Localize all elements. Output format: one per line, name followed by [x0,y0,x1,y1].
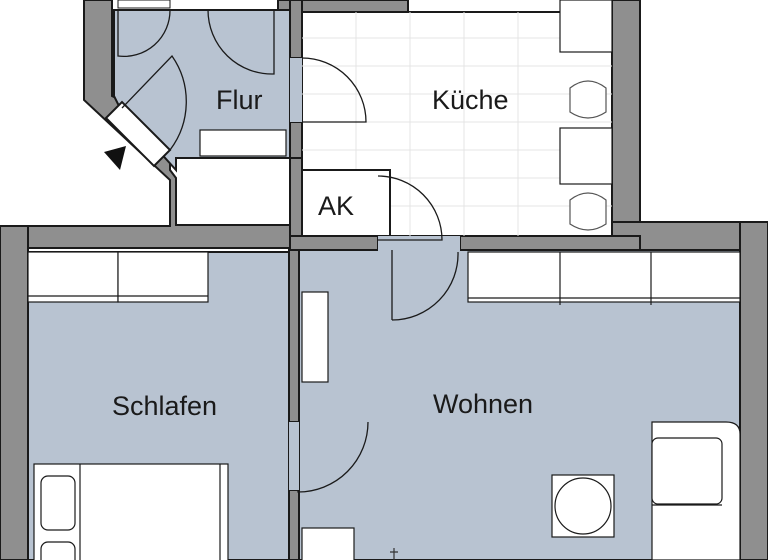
wohnen-shelf [467,251,741,305]
flur-wardrobe [199,129,287,157]
schlafen-wardrobe [27,251,209,303]
entrance-door [104,54,187,168]
kitchen-chairs [569,80,607,231]
door-swing-ak [377,175,443,241]
coffee-table [551,474,615,538]
room-label-flur: Flur [216,85,263,115]
door-swing-kueche [301,57,367,123]
door-swing-wohnen [391,250,459,321]
room-label-kueche: Küche [432,85,509,115]
sofa [651,421,741,560]
room-label-ak: AK [318,191,355,221]
floor-ak [301,169,391,237]
door-swing-schlafen [297,421,369,493]
wohnen-sideboard [301,291,355,560]
entrance-arrow-icon [104,146,126,170]
bed [33,463,229,560]
room-label-schlafen: Schlafen [112,391,218,421]
kitchen-furniture [559,0,613,185]
room-label-wohnen: Wohnen [433,389,534,419]
plant-icon [390,548,398,560]
door-swing-bad [207,9,275,75]
door-swing-wc [117,9,171,58]
